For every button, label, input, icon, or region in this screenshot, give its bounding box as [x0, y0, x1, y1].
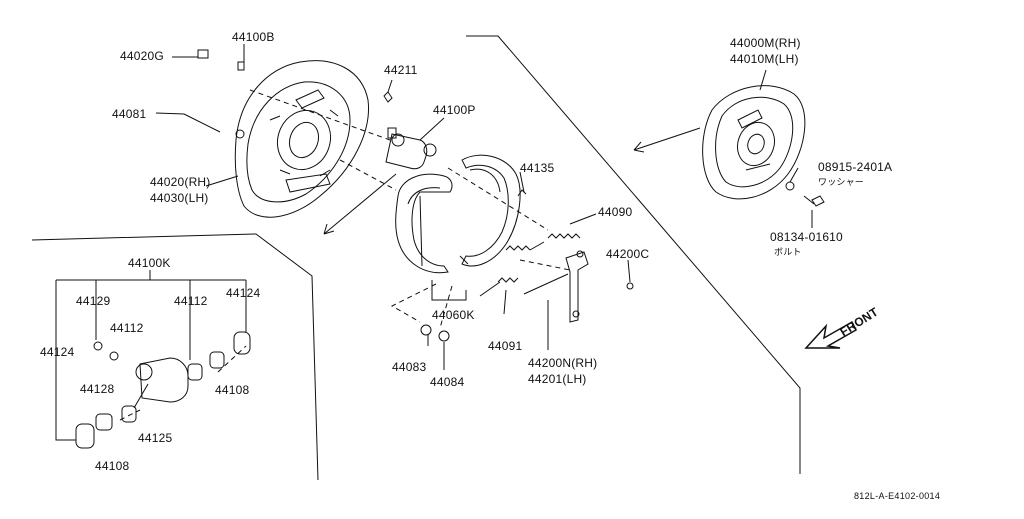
- brake-shoe-right: [459, 154, 521, 267]
- bolt-icon: [803, 195, 825, 207]
- label-44084: 44084: [430, 375, 465, 389]
- label-44125: 44125: [138, 431, 173, 445]
- label-44100b: 44100B: [232, 30, 275, 44]
- wheel-cylinder-exploded: [75, 331, 251, 449]
- brake-shoe-left: [395, 173, 453, 274]
- label-44010m: 44010M(LH): [730, 52, 799, 66]
- label-44108-b: 44108: [95, 459, 130, 473]
- reference-code: 812L-A-E4102-0014: [854, 491, 941, 501]
- wheel-cylinder: [385, 127, 437, 170]
- backing-plate: [234, 60, 370, 218]
- label-44081: 44081: [112, 107, 147, 121]
- label-44201: 44201(LH): [528, 372, 587, 386]
- divider-left: [31, 233, 319, 481]
- label-44128: 44128: [80, 382, 115, 396]
- part-44020g: [197, 49, 209, 59]
- label-08915: 08915-2401A: [818, 160, 893, 174]
- part-44100b: [237, 61, 245, 71]
- part-44135: [517, 189, 527, 197]
- label-44091: 44091: [488, 339, 523, 353]
- label-44112-a: 44112: [174, 294, 208, 308]
- label-44090: 44090: [598, 205, 633, 219]
- label-44200c: 44200C: [606, 247, 650, 261]
- label-44211: 44211: [384, 63, 418, 77]
- label-08915-jp: ワッシャー: [818, 177, 865, 187]
- part-44084: [438, 330, 450, 342]
- spring-44091: [497, 277, 519, 283]
- label-44030: 44030(LH): [150, 191, 209, 205]
- washer-icon: [785, 181, 795, 191]
- label-44020: 44020(RH): [150, 175, 211, 189]
- parking-lever: [523, 250, 589, 323]
- label-44083: 44083: [392, 360, 427, 374]
- label-44124-b: 44124: [40, 345, 75, 359]
- label-44100p: 44100P: [433, 103, 476, 117]
- label-44135: 44135: [520, 161, 555, 175]
- label-44020g: 44020G: [120, 49, 164, 63]
- label-44000m: 44000M(RH): [730, 36, 801, 50]
- part-44081: [183, 113, 221, 133]
- label-44112-b: 44112: [110, 321, 144, 335]
- label-44129: 44129: [76, 294, 111, 308]
- part-44083: [420, 324, 432, 336]
- assembled-brake: [702, 85, 806, 200]
- part-44200c: [626, 282, 634, 290]
- label-44108-a: 44108: [215, 383, 250, 397]
- label-08134-jp: ボルト: [774, 247, 802, 257]
- spring-44090: [547, 233, 581, 239]
- spring-upper: [505, 245, 531, 251]
- label-44060k: 44060K: [432, 308, 475, 322]
- part-44211: [383, 91, 393, 103]
- label-44200n: 44200N(RH): [528, 356, 598, 370]
- front-arrow-icon: [804, 320, 857, 349]
- label-44100k: 44100K: [128, 256, 171, 270]
- divider-right: [466, 35, 801, 474]
- label-08134: 08134-01610: [770, 230, 843, 244]
- label-44124-a: 44124: [226, 286, 261, 300]
